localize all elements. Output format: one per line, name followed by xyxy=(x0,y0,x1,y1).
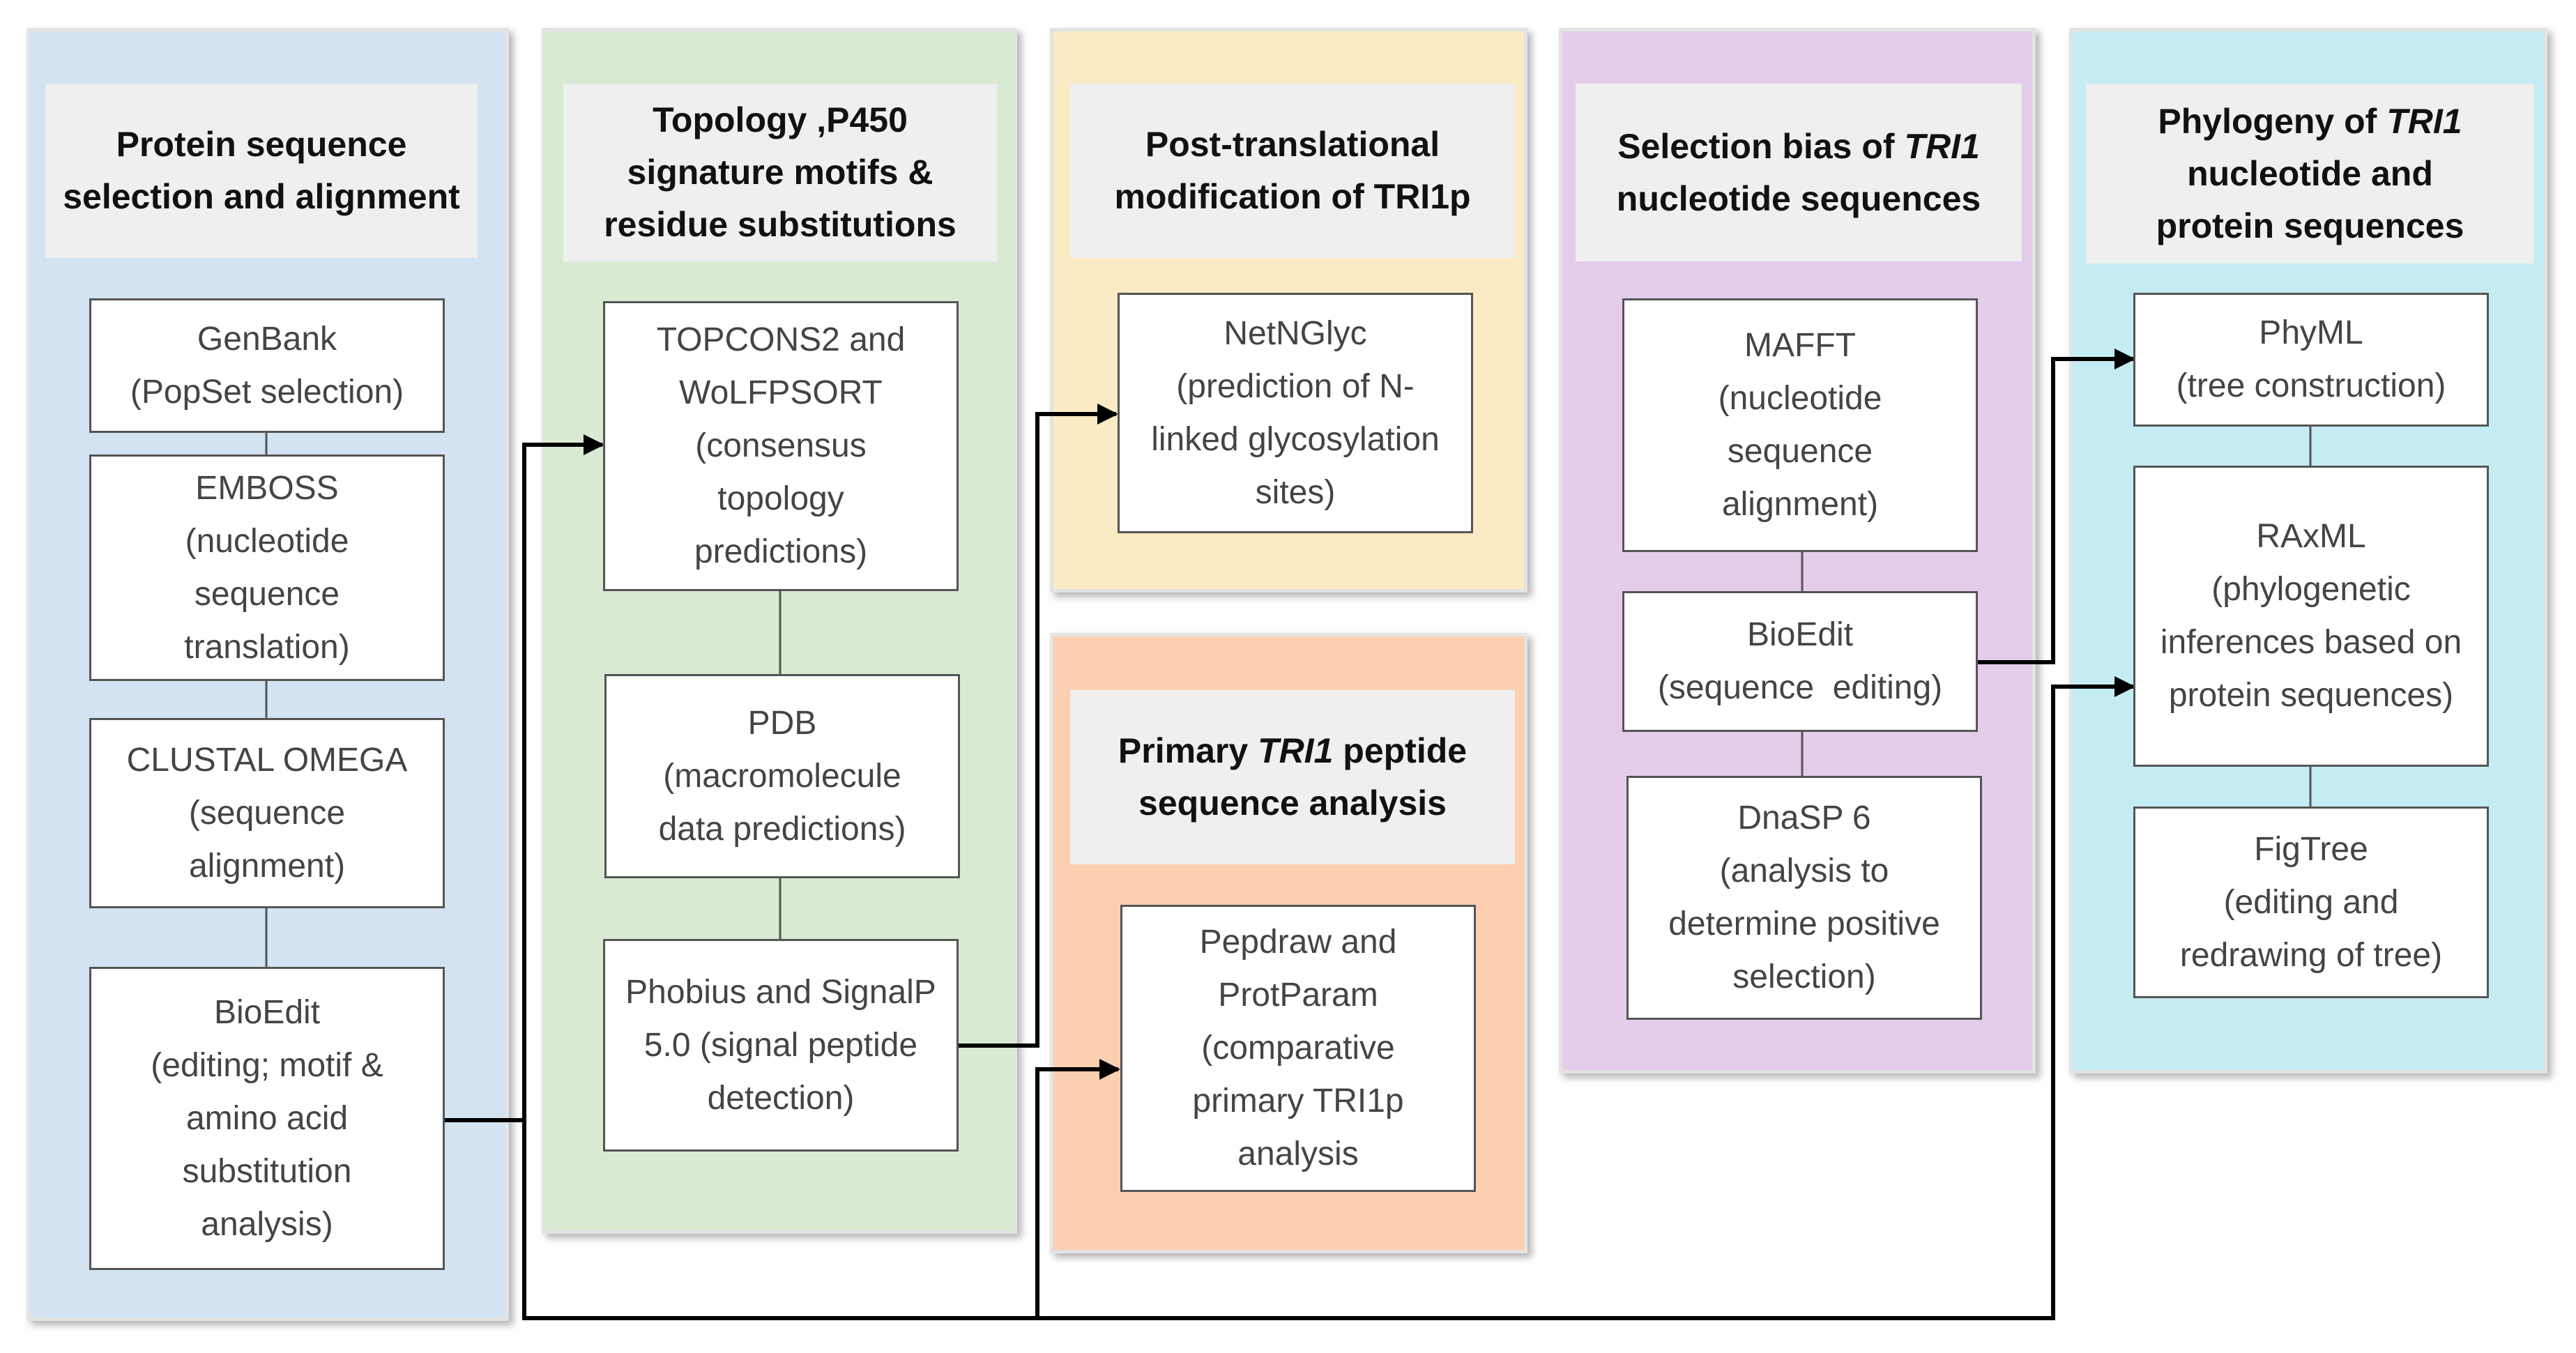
box-mafft: MAFFT (nucleotide sequence alignment) xyxy=(1622,298,1978,552)
arrow-bus-to-pepdraw xyxy=(1035,1059,1120,1318)
arrow-bioedit-bottom-bus xyxy=(522,676,2135,1320)
header-ptm: Post-translational modification of TRI1p xyxy=(1070,84,1515,258)
box-pepdraw-protparam: Pepdraw and ProtParam (comparative prima… xyxy=(1120,905,1476,1192)
box-bioedit-2: BioEdit (sequence editing) xyxy=(1622,591,1978,732)
box-dnasp6: DnaSP 6 (analysis to determine positive … xyxy=(1626,776,1982,1020)
box-phyml: PhyML (tree construction) xyxy=(2133,293,2489,427)
header-primary: Primary TRI1 peptide sequence analysis xyxy=(1070,690,1515,864)
box-emboss: EMBOSS (nucleotide sequence translation) xyxy=(89,454,445,681)
box-netnglyc: NetNGlyc (prediction of N- linked glycos… xyxy=(1118,293,1473,533)
arrow-phobius-to-netnglyc xyxy=(957,404,1118,1048)
arrow-bioedit-to-topcons xyxy=(443,434,604,1122)
header-selection-bias: Selection bias of TRI1 nucleotide sequen… xyxy=(1576,84,2022,261)
box-topcons2-wolfpsort: TOPCONS2 and WoLFPSORT (consensus topolo… xyxy=(603,301,959,591)
box-figtree: FigTree (editing and redrawing of tree) xyxy=(2133,807,2489,998)
box-phobius-signalp: Phobius and SignalP 5.0 (signal peptide … xyxy=(603,939,959,1152)
box-pdb: PDB (macromolecule data predictions) xyxy=(604,674,960,878)
box-clustal-omega: CLUSTAL OMEGA (sequence alignment) xyxy=(89,718,445,908)
header-phylogeny: Phylogeny of TRI1 nucleotide and protein… xyxy=(2086,84,2534,263)
box-bioedit-1: BioEdit (editing; motif & amino acid sub… xyxy=(89,967,445,1270)
header-protein-selection: Protein sequence selection and alignment xyxy=(45,84,478,258)
arrow-bioedit2-to-phyml xyxy=(1976,349,2135,664)
header-topology: Topology ,P450 signature motifs & residu… xyxy=(563,84,997,261)
box-raxml: RAxML (phylogenetic inferences based on … xyxy=(2133,466,2489,767)
box-genbank: GenBank (PopSet selection) xyxy=(89,298,445,433)
